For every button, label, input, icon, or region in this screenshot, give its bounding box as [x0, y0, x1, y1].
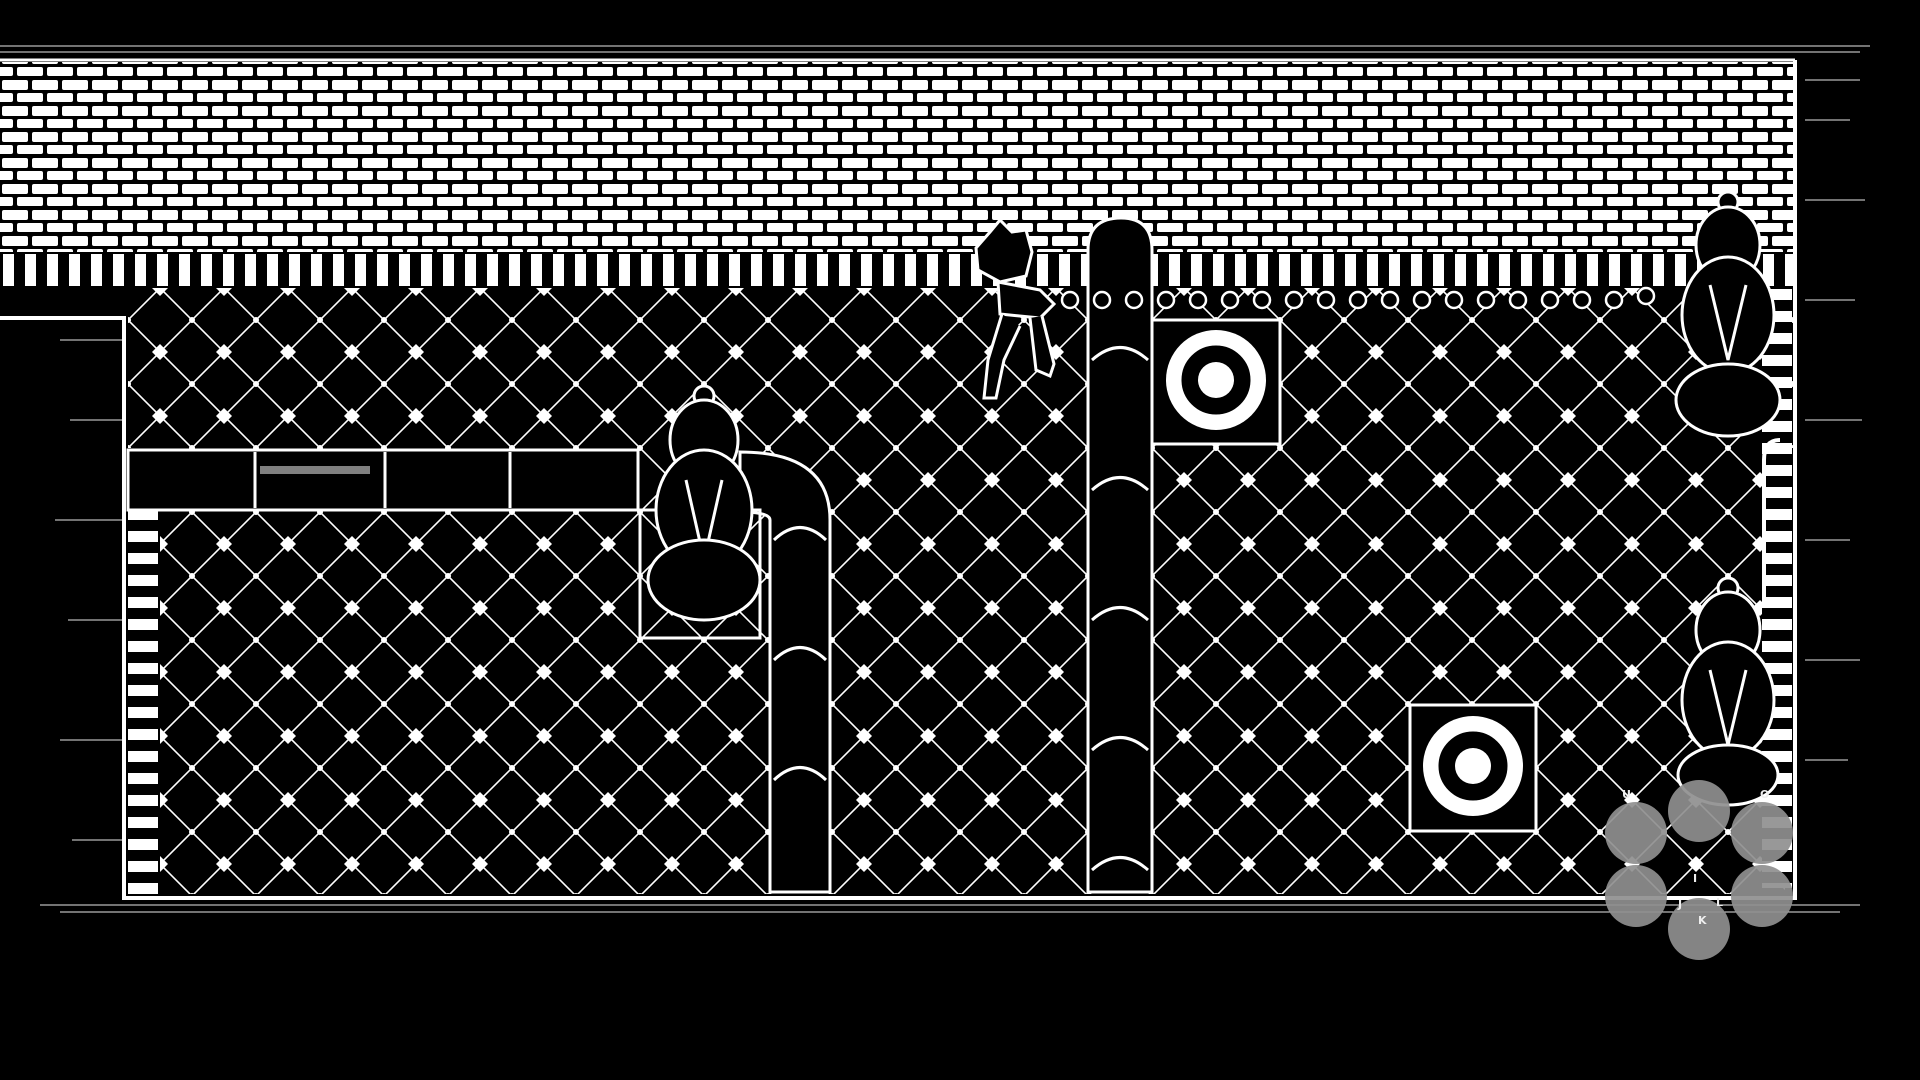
- bird-statue-left: [638, 384, 762, 640]
- key-j: [1605, 865, 1667, 927]
- room-outline: [0, 60, 1797, 900]
- floor-switch-lower: [1408, 703, 1538, 833]
- floor-switch-upper: [1150, 318, 1282, 446]
- frame-edges: [0, 45, 1870, 913]
- key-label-k: K: [1698, 914, 1707, 927]
- bird-statue-right-top: [1674, 190, 1782, 438]
- key-label-u: U: [1622, 788, 1631, 801]
- central-pipe: [1086, 216, 1154, 894]
- bead-chain: [1060, 286, 1656, 310]
- bird-statue-right-bottom: [1676, 576, 1780, 807]
- key-l: [1731, 865, 1793, 927]
- tiled-floor-upper: [128, 288, 1793, 448]
- key-i: [1668, 780, 1730, 842]
- key-label-o: O: [1760, 788, 1770, 801]
- horizontal-pipe: [126, 448, 640, 512]
- left-stripe-border: [128, 510, 158, 894]
- tiled-floor-main: [160, 448, 1785, 894]
- key-o: [1731, 802, 1793, 864]
- keyboard-controls-hud: U I O J K L: [1600, 780, 1830, 1010]
- player-character-icon: [974, 217, 1057, 400]
- brick-wall: [0, 62, 1795, 252]
- key-label-i: I: [1693, 872, 1698, 885]
- key-k: [1668, 898, 1730, 960]
- right-wall-pipe: [1762, 438, 1781, 600]
- key-label-j: J: [1678, 898, 1683, 911]
- wall-stripe-border: [0, 254, 1795, 286]
- elbow-pipe: [738, 450, 832, 894]
- key-u: [1605, 802, 1667, 864]
- key-label-l: L: [1716, 896, 1724, 909]
